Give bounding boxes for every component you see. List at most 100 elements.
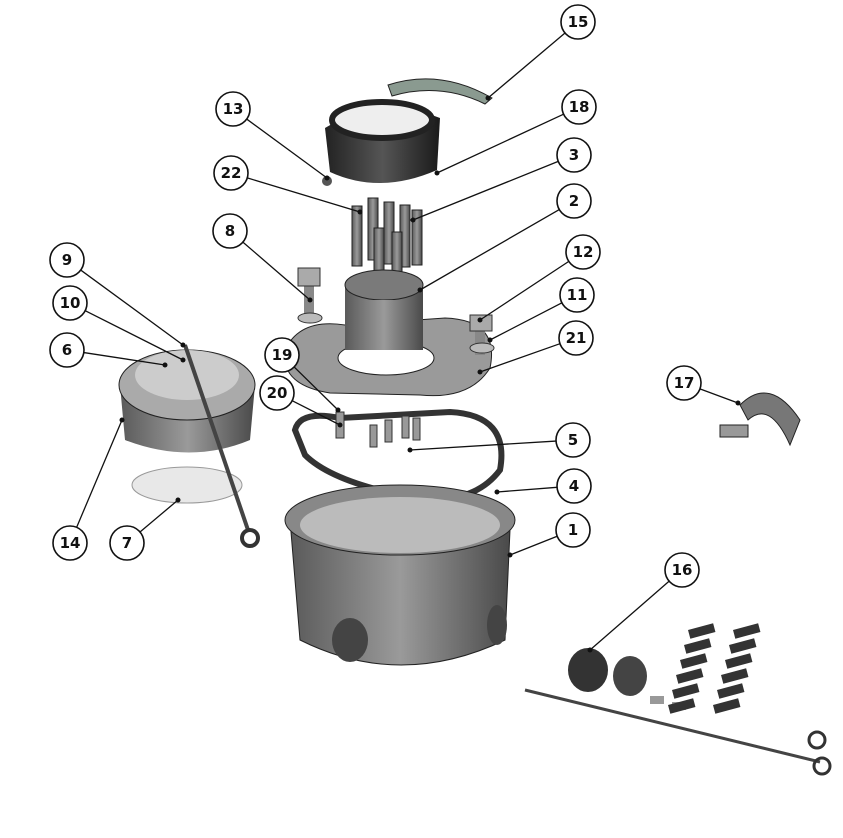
- callout-number: 2: [569, 192, 579, 210]
- leader-line: [247, 177, 361, 213]
- crimp-lug: [733, 623, 761, 639]
- callout-number: 3: [569, 146, 579, 164]
- gasket-part: [291, 408, 505, 503]
- callout-4: 4: [494, 468, 592, 504]
- leader-arrowhead: [337, 422, 343, 428]
- leader-arrowhead: [180, 357, 186, 363]
- leader-arrowhead: [434, 170, 440, 176]
- callout-11: 11: [487, 277, 595, 343]
- leader-arrowhead: [494, 489, 500, 495]
- leader-line: [291, 400, 341, 426]
- accessory-kit-part: [524, 648, 832, 776]
- leader-arrowhead: [180, 342, 186, 348]
- callout-circle: [49, 242, 85, 278]
- crimp-lug: [676, 668, 704, 684]
- leader-arrowhead: [175, 497, 181, 503]
- callout-circle: [109, 525, 145, 561]
- callout-3: 3: [410, 137, 592, 223]
- callout-1: 1: [507, 512, 591, 558]
- leader-line: [479, 343, 561, 373]
- leader-line: [76, 419, 123, 528]
- leader-arrowhead: [407, 447, 413, 453]
- leader-arrowhead: [487, 337, 493, 343]
- leader-line: [293, 366, 339, 411]
- callout-number: 12: [573, 243, 594, 261]
- callout-number: 13: [223, 100, 244, 118]
- leader-arrowhead: [119, 417, 125, 423]
- leader-arrowhead: [410, 217, 416, 223]
- callout-number: 1: [568, 521, 578, 539]
- callout-circle: [558, 320, 594, 356]
- leader-line: [479, 260, 570, 321]
- callout-circle: [212, 213, 248, 249]
- terminal-pins-part: [351, 197, 423, 281]
- crimp-lug: [668, 698, 696, 714]
- callout-circle: [555, 422, 591, 458]
- callout-17: 17: [666, 365, 741, 406]
- callout-circle: [559, 277, 595, 313]
- crimp-lug: [721, 668, 749, 684]
- leader-arrowhead: [477, 317, 483, 323]
- callout-18: 18: [434, 89, 597, 176]
- callout-circle: [259, 375, 295, 411]
- callout-number: 15: [568, 13, 589, 31]
- callout-number: 22: [221, 164, 242, 182]
- leader-line: [487, 32, 566, 99]
- callout-5: 5: [407, 422, 591, 458]
- collar-ring-part: [325, 99, 440, 184]
- callout-number: 21: [566, 329, 587, 347]
- leader-arrowhead: [335, 407, 341, 413]
- callout-number: 6: [62, 341, 72, 359]
- callout-2: 2: [417, 183, 592, 293]
- set-screw-part: [322, 176, 332, 186]
- callout-circle: [215, 91, 251, 127]
- cover-part: [118, 344, 260, 548]
- callout-number: 18: [569, 98, 590, 116]
- callout-number: 20: [267, 384, 288, 402]
- bolt-part: [297, 267, 323, 324]
- leader-line: [83, 351, 166, 366]
- callout-number: 8: [225, 222, 235, 240]
- leader-arrowhead: [307, 297, 313, 303]
- crimp-lug: [724, 653, 753, 669]
- leader-line: [436, 113, 564, 174]
- leader-arrowhead: [477, 369, 483, 375]
- callout-circle: [560, 4, 596, 40]
- callout-19: 19: [264, 337, 341, 413]
- crimp-lug: [729, 638, 757, 654]
- crimp-lug: [672, 683, 700, 699]
- leader-line: [246, 118, 328, 179]
- callout-circle: [213, 155, 249, 191]
- callout-8: 8: [212, 213, 313, 303]
- callout-16: 16: [587, 552, 700, 653]
- bolt-part: [469, 314, 495, 355]
- leader-line: [419, 208, 560, 291]
- callout-10: 10: [52, 285, 186, 363]
- callout-7: 7: [109, 497, 181, 561]
- leader-line: [489, 302, 563, 341]
- callout-15: 15: [485, 4, 596, 101]
- leader-line: [496, 486, 558, 493]
- callout-number: 9: [62, 251, 72, 269]
- callout-circle: [561, 89, 597, 125]
- leader-line: [139, 499, 179, 533]
- crimp-lug: [717, 683, 745, 699]
- leader-line: [84, 310, 184, 361]
- leader-line: [589, 580, 670, 651]
- crimp-lug: [684, 638, 712, 654]
- leader-arrowhead: [485, 95, 491, 101]
- callout-20: 20: [259, 375, 343, 428]
- callout-circle: [49, 332, 85, 368]
- callout-14: 14: [52, 417, 125, 561]
- pipe-clamp-part: [719, 392, 801, 447]
- leader-arrowhead: [587, 647, 593, 653]
- leader-line: [242, 241, 311, 301]
- callout-circle: [555, 512, 591, 548]
- leader-arrowhead: [162, 362, 168, 368]
- leader-arrowhead: [507, 552, 513, 558]
- callout-number: 10: [60, 294, 81, 312]
- callout-13: 13: [215, 91, 330, 181]
- callout-number: 11: [567, 286, 588, 304]
